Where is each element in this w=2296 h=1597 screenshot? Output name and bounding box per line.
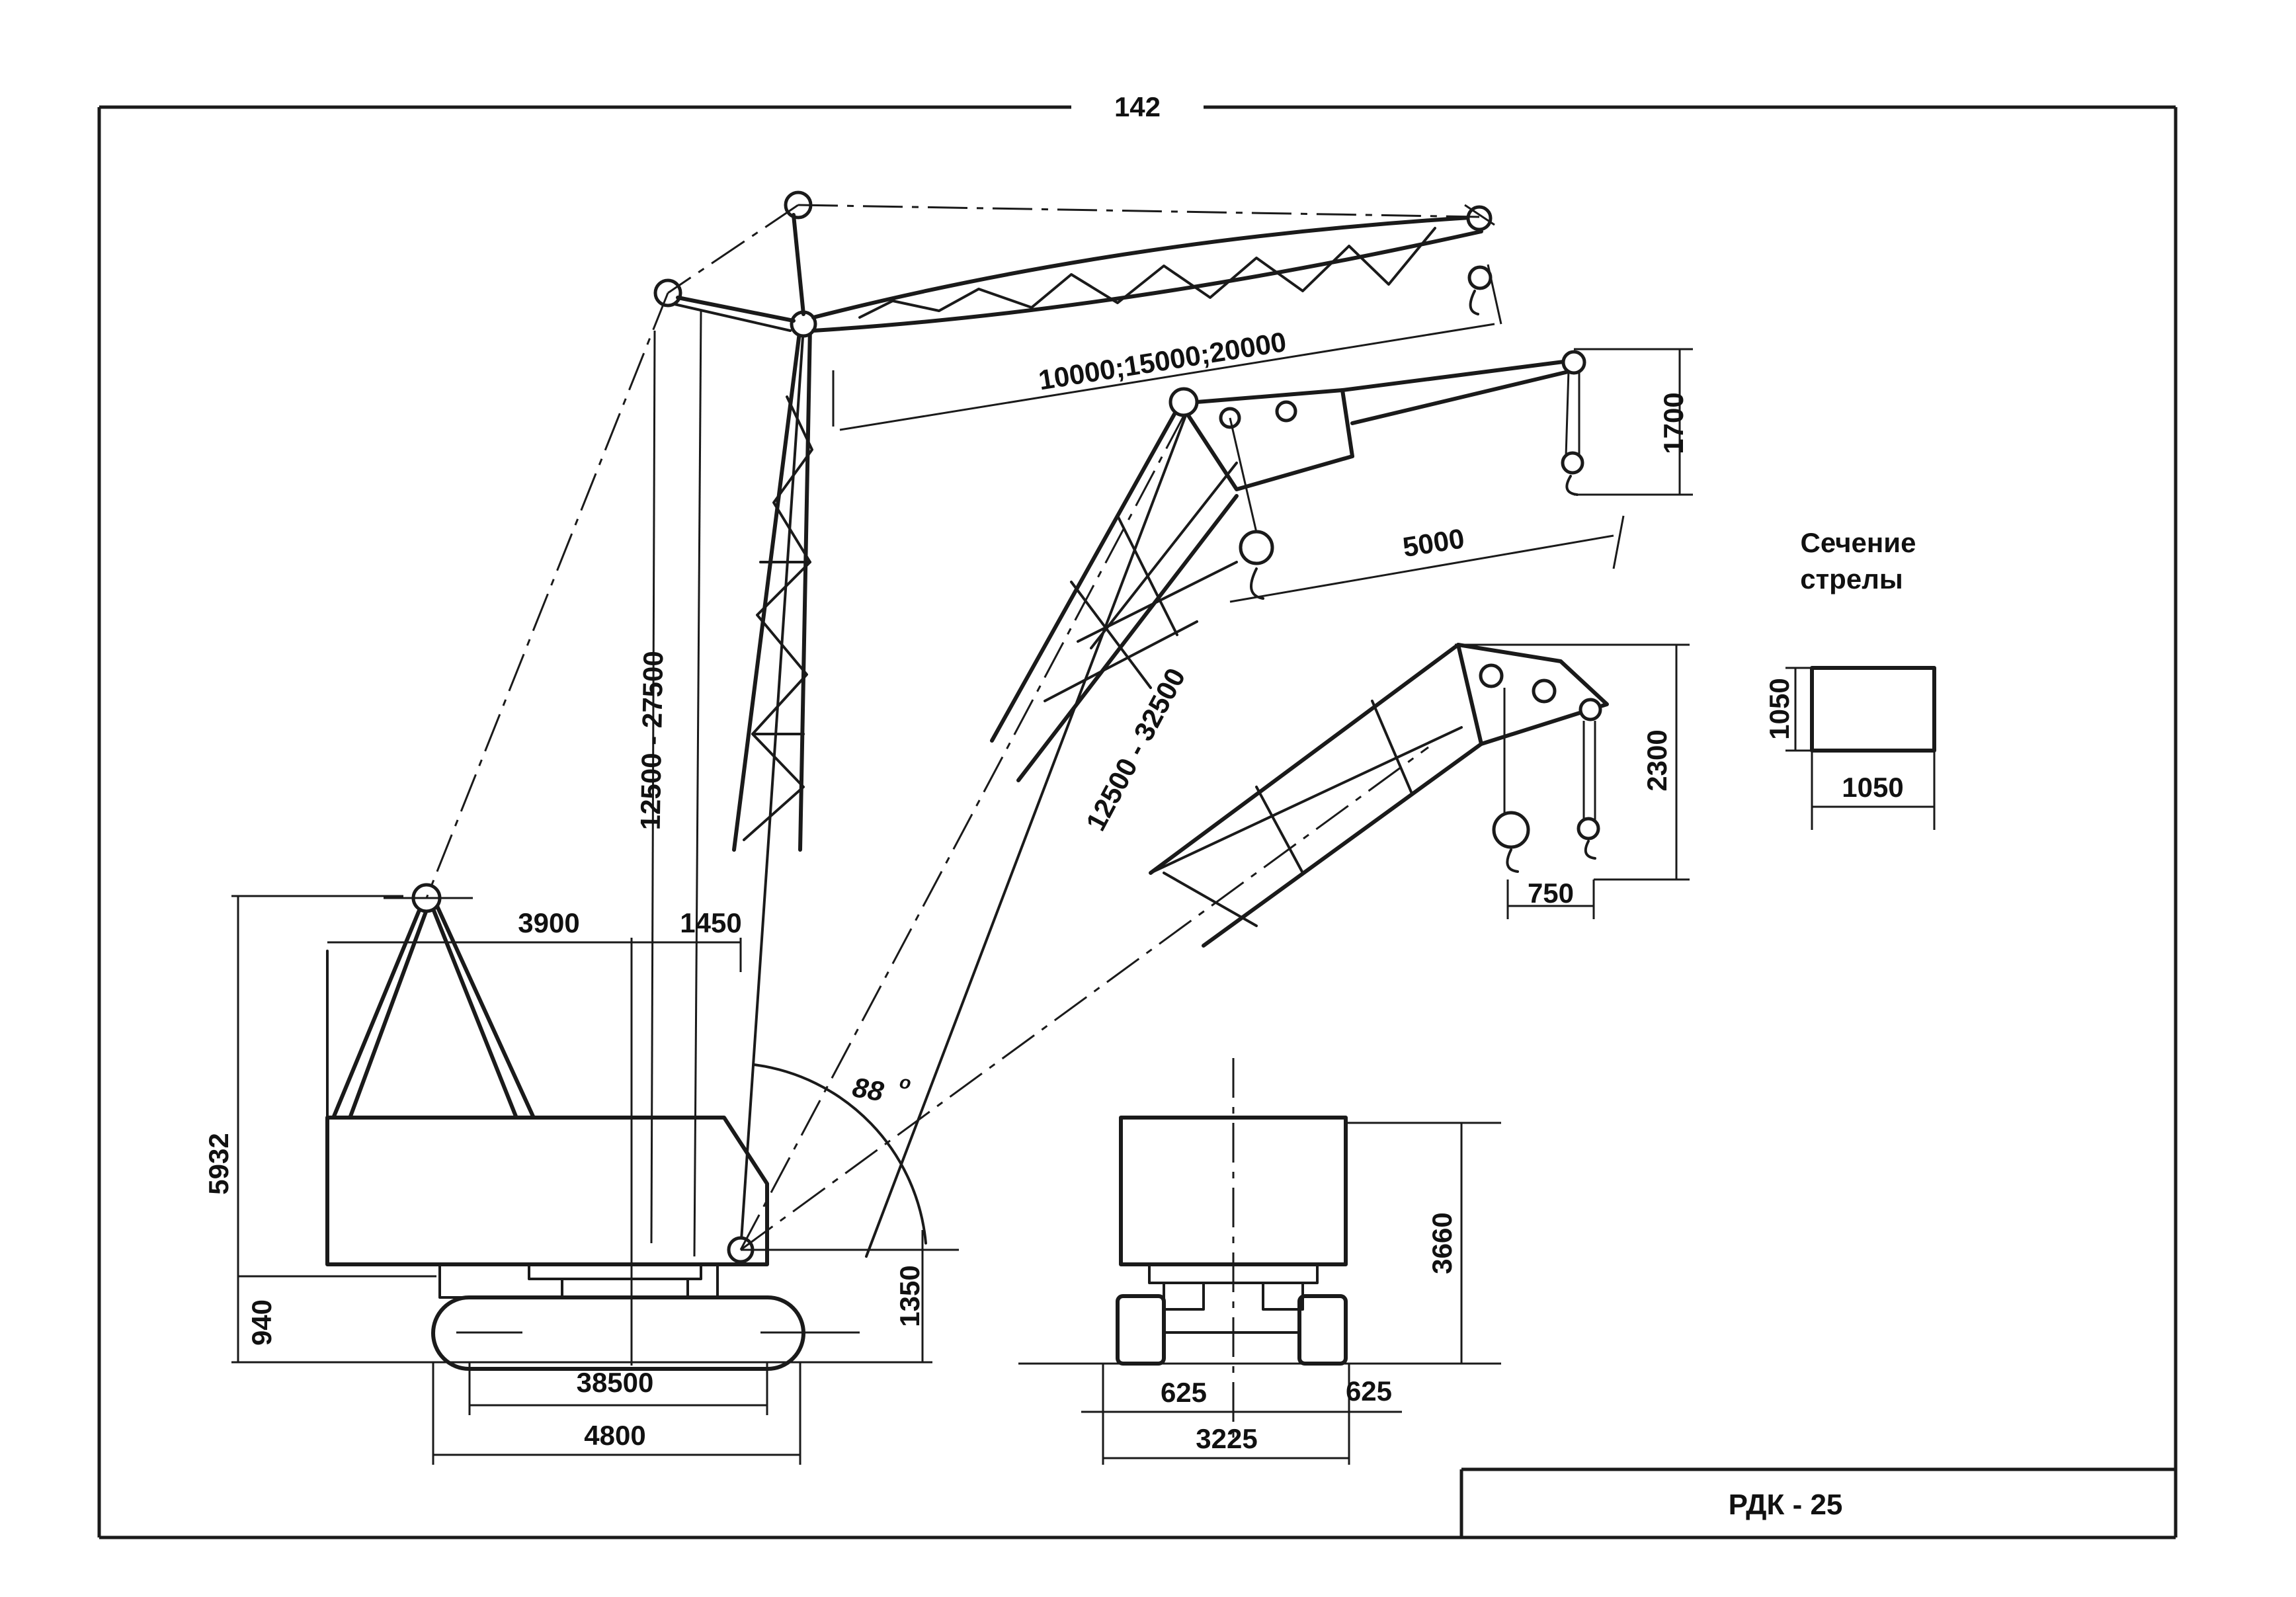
front-height-label: 3660: [1426, 1212, 1457, 1274]
front-view: [1018, 1058, 1501, 1465]
crane-cab: [325, 950, 769, 1266]
dimension-lines: [231, 264, 1693, 1465]
jib-length-label: 10000;15000;20000: [1036, 326, 1288, 396]
track-width-right-label: 625: [1346, 1375, 1392, 1407]
boom-section: [1785, 666, 1936, 830]
pivot-height-label: 1350: [894, 1265, 925, 1327]
hook-reach-label: 5000: [1401, 522, 1467, 563]
track-length-label: 4800: [584, 1420, 645, 1451]
section-title-line2: стрелы: [1800, 563, 1903, 594]
crawler-track: [431, 1263, 860, 1371]
tower-boom: [727, 325, 813, 1264]
gauge-label: 3225: [1196, 1423, 1257, 1454]
track-base-label: 38500: [577, 1367, 654, 1398]
drawing-frame: [97, 105, 2178, 1539]
head-height-label: 2300: [1641, 729, 1672, 791]
total-height-label: 5932: [203, 1133, 234, 1194]
boom-length-alt-label: 12500 - 32500: [1080, 663, 1192, 836]
mast-head: [653, 190, 817, 338]
frame-offset-label: 3900: [518, 907, 579, 938]
hook-height-top-label: 1700: [1658, 392, 1689, 454]
hook-spacing-label: 750: [1528, 878, 1574, 909]
section-title-line1: Сечение: [1801, 527, 1916, 558]
model-code: РДК - 25: [1729, 1489, 1843, 1521]
clearance-label: 940: [246, 1299, 277, 1346]
section-width-label: 1050: [1842, 772, 1903, 803]
boom-length-main-label: 12500 - 27500: [635, 651, 669, 831]
pendant-lines: [425, 204, 1480, 1257]
angle-unit: o: [898, 1071, 913, 1094]
a-frame: [332, 883, 535, 1118]
jib: [811, 204, 1495, 333]
angle-label: 88 o: [850, 1071, 913, 1108]
angle-arc: [753, 1063, 927, 1245]
section-height-label: 1050: [1764, 678, 1795, 739]
boom-alt-2: [1149, 643, 1609, 948]
track-width-left-label: 625: [1161, 1377, 1207, 1408]
page-number: 142: [1114, 91, 1161, 122]
boom-alt-1: [865, 350, 1586, 1258]
boom-offset-label: 1450: [680, 907, 741, 938]
angle-value: 88: [850, 1071, 887, 1108]
